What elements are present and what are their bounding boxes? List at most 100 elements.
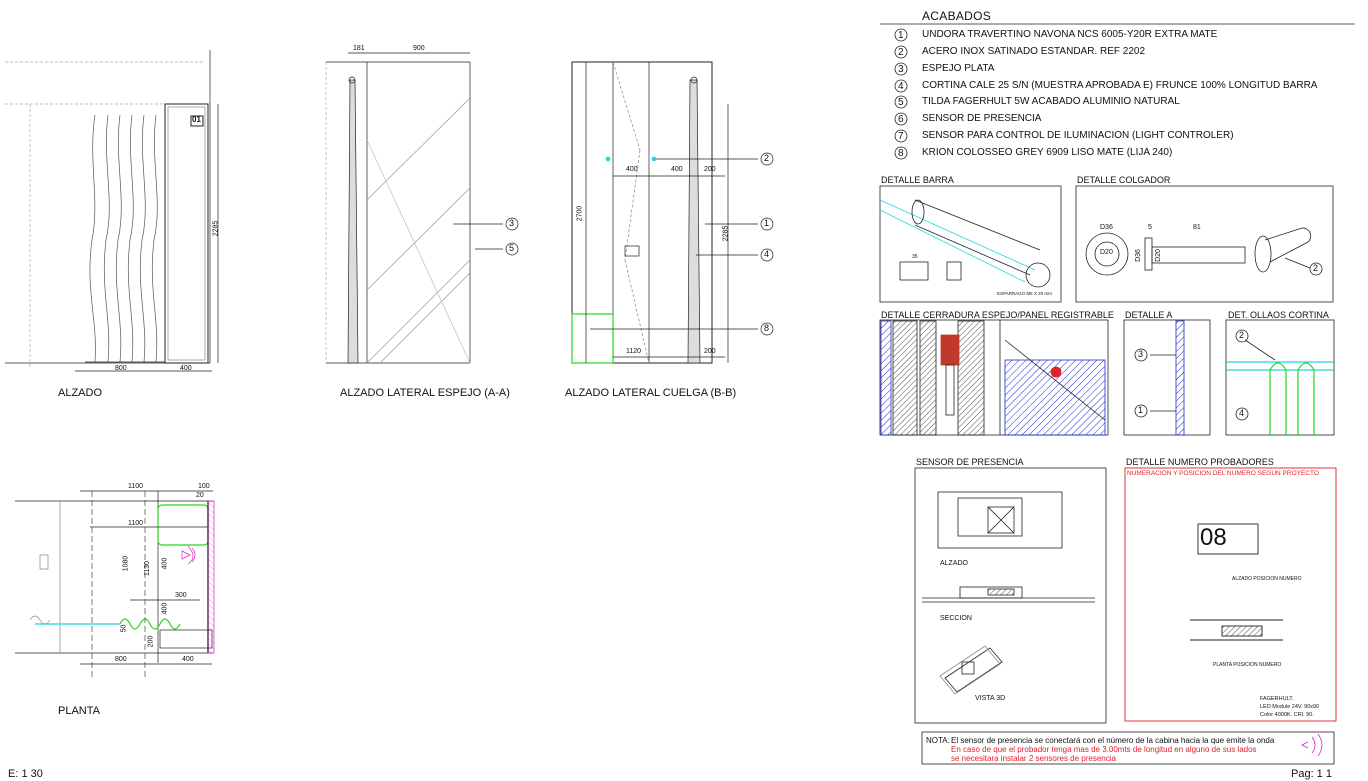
detalle-a-box	[1123, 319, 1211, 436]
fagerhult-1: FAGERHULT.	[1260, 696, 1294, 702]
finishes-title: ACABADOS	[922, 9, 992, 23]
detail-title-colgador: DETALLE COLGADOR	[1077, 175, 1171, 185]
dim-colgador-d20b: D20	[1154, 249, 1162, 262]
finish-num-3: 3	[898, 64, 904, 75]
callout-ollaos-2: 2	[1239, 330, 1245, 340]
espejo-drawing	[325, 52, 519, 364]
callout-ollaos-4: 4	[1239, 408, 1245, 418]
detail-title-cerradura: DETALLE CERRADURA ESPEJO/PANEL REGISTRAB…	[881, 310, 1114, 320]
dim-cuelga-400b: 400	[671, 166, 683, 173]
detalle-ollaos-box	[1225, 319, 1335, 436]
dim-planta-1100: 1100	[128, 483, 144, 490]
callout-a-3: 3	[1138, 349, 1144, 359]
dim-alzado-800: 800	[115, 365, 127, 372]
view-title-espejo: ALZADO LATERAL ESPEJO (A-A)	[340, 387, 510, 399]
sensor-label-vista: VISTA 3D	[975, 695, 1006, 702]
numero-planta-pos: PLANTA POSICION NUMERO	[1213, 662, 1282, 668]
finish-item-2: ACERO INOX SATINADO ESTANDAR. REF 2202	[922, 46, 1146, 57]
finish-item-1: UNDORA TRAVERTINO NAVONA NCS 6005-Y20R E…	[922, 29, 1218, 40]
dim-cuelga-200a: 200	[704, 166, 716, 173]
dim-planta-1100b: 1100	[128, 520, 144, 527]
finish-num-8: 8	[898, 148, 904, 159]
detalle-cerradura-box	[879, 319, 1109, 436]
detail-title-a: DETALLE A	[1125, 310, 1173, 320]
note-box	[921, 731, 1335, 765]
finish-item-7: SENSOR PARA CONTROL DE ILUMINACION (LIGH…	[922, 130, 1234, 141]
view-title-cuelga: ALZADO LATERAL CUELGA (B-B)	[565, 387, 737, 399]
fagerhult-3: Color 4000K. CRI. 90.	[1260, 712, 1314, 718]
detail-title-ollaos: DET. OLLAOS CORTINA	[1228, 310, 1329, 320]
finish-item-6: SENSOR DE PRESENCIA	[922, 113, 1042, 124]
numero-sample: 08	[1200, 524, 1227, 551]
dim-planta-400c: 400	[182, 656, 194, 663]
cuelga-drawing	[571, 61, 774, 364]
dim-planta-800: 800	[115, 656, 127, 663]
callout-a-1: 1	[1138, 405, 1144, 415]
dim-colgador-d36: D36	[1100, 224, 1113, 231]
dim-planta-50: 50	[120, 624, 128, 633]
callout-colgador-2: 2	[1313, 263, 1319, 273]
callout-2: 2	[764, 153, 770, 163]
callout-8: 8	[764, 323, 770, 333]
callout-3: 3	[509, 218, 515, 228]
cabin-number: 01	[192, 115, 201, 124]
finish-item-4: CORTINA CALE 25 S/N (MUESTRA APROBADA E)…	[922, 80, 1318, 91]
detail-title-barra: DETALLE BARRA	[881, 175, 954, 185]
finish-num-2: 2	[898, 47, 904, 58]
numero-box	[1124, 467, 1337, 722]
dim-colgador-d20: D20	[1100, 249, 1113, 256]
note-prefix: NOTA:	[926, 736, 950, 745]
dim-planta-1130: 1130	[144, 560, 152, 577]
numero-alzado-pos: ALZADO POSICION NUMERO	[1232, 576, 1302, 582]
finish-num-7: 7	[898, 131, 904, 142]
numero-subtitle: NUMERACION Y POSICION DEL NUMERO SEGUN P…	[1127, 470, 1319, 477]
detail-title-sensor: SENSOR DE PRESENCIA	[916, 457, 1024, 467]
detail-title-numero: DETALLE NUMERO PROBADORES	[1126, 457, 1274, 467]
fagerhult-2: LED Module 24V. 90x90	[1260, 704, 1320, 710]
dim-alzado-400: 400	[180, 365, 192, 372]
view-title-planta: PLANTA	[58, 705, 100, 717]
dim-colgador-d36b: D36	[1134, 249, 1142, 262]
dim-alzado-2285: 2285	[212, 220, 220, 237]
finish-item-5: TILDA FAGERHULT 5W ACABADO ALUMINIO NATU…	[922, 96, 1180, 107]
view-title-alzado: ALZADO	[58, 387, 103, 399]
note-line2: En caso de que el probador tenga mas de …	[951, 745, 1257, 754]
callout-4: 4	[764, 249, 770, 259]
dim-planta-100: 100	[198, 483, 210, 490]
alzado-drawing	[5, 50, 219, 372]
dim-cuelga-200b: 200	[704, 348, 716, 355]
callout-1: 1	[764, 218, 770, 228]
dim-cuelga-400a: 400	[626, 166, 638, 173]
dim-planta-20: 20	[196, 492, 204, 499]
dim-colgador-5: 5	[1148, 224, 1152, 231]
finish-item-8: KRION COLOSSEO GREY 6909 LISO MATE (LIJA…	[922, 147, 1173, 158]
dim-cuelga-2700: 2700	[576, 205, 584, 222]
finish-num-5: 5	[898, 97, 904, 108]
finish-num-4: 4	[898, 81, 904, 92]
dim-colgador-81: 81	[1193, 224, 1201, 231]
note-line3: se necesitara instalar 2 sensores de pre…	[951, 754, 1116, 763]
sensor-label-seccion: SECCION	[940, 615, 972, 622]
finish-num-1: 1	[898, 30, 904, 41]
dim-planta-400a: 400	[161, 557, 169, 570]
sensor-label-alzado: ALZADO	[940, 560, 969, 567]
dim-cuelga-1120: 1120	[626, 348, 642, 355]
finish-num-6: 6	[898, 114, 904, 125]
note-line1: El sensor de presencia se conectará con …	[951, 736, 1275, 745]
barra-esparrago: ESPARRAGO M5 X 20 mm	[997, 291, 1052, 296]
dim-cuelga-2285: 2285	[722, 225, 730, 242]
dim-planta-300: 300	[175, 592, 187, 599]
planta-drawing	[15, 490, 215, 680]
dim-espejo-181: 181	[353, 45, 365, 52]
dim-planta-200: 200	[147, 635, 155, 648]
dim-barra-35: 35	[912, 254, 918, 260]
footer-scale: E: 1 30	[8, 768, 43, 780]
callout-5: 5	[509, 243, 515, 253]
finishes-graphics	[880, 23, 1355, 160]
footer-page: Pag: 1 1	[1291, 768, 1332, 780]
dim-espejo-900: 900	[413, 45, 425, 52]
dim-planta-1080: 1080	[122, 555, 130, 572]
dim-planta-400b: 400	[161, 602, 169, 615]
finish-item-3: ESPEJO PLATA	[922, 63, 995, 74]
